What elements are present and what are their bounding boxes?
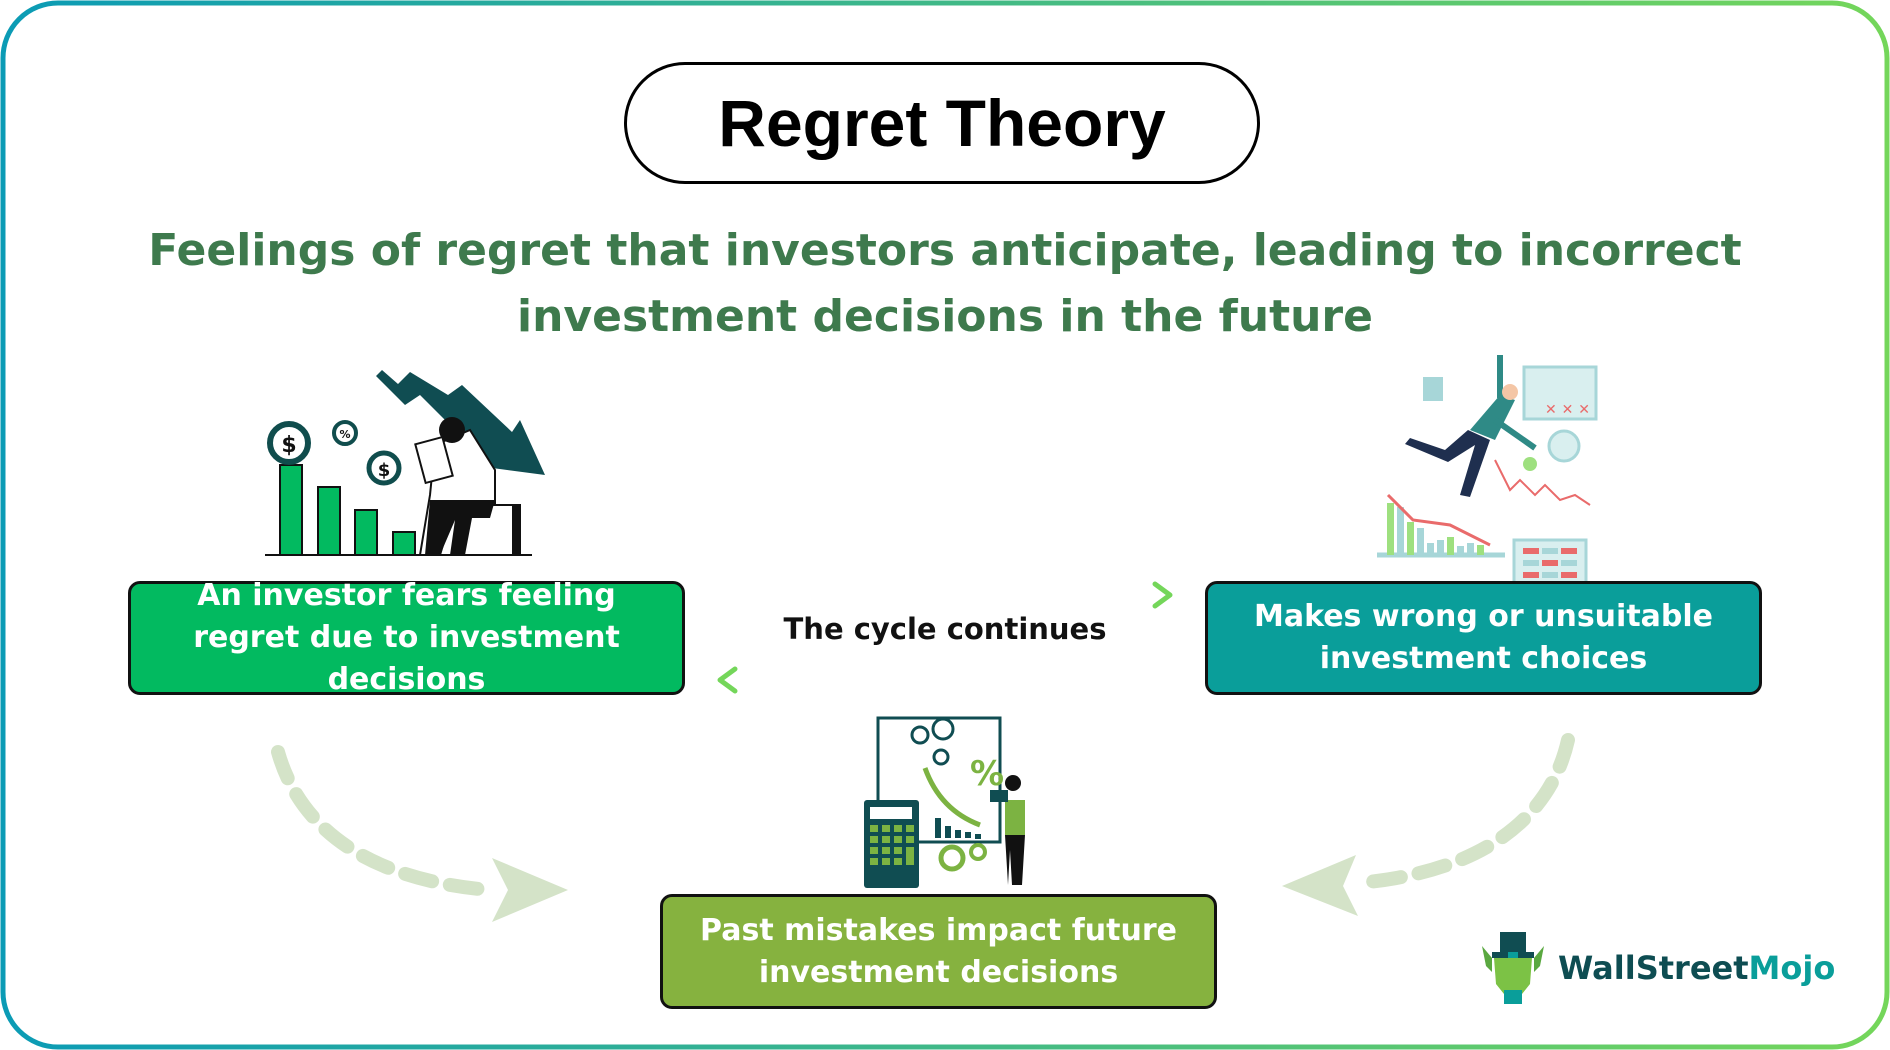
brand-name-part1: WallStreet (1558, 949, 1749, 987)
step-wrong-choices: Makes wrong or unsuitable investment cho… (1205, 581, 1762, 695)
brand-logo: WallStreetMojo (1480, 930, 1835, 1006)
step-fear-of-regret: An investor fears feeling regret due to … (128, 578, 685, 697)
svg-text:$: $ (378, 460, 391, 481)
brand-name-part2: Mojo (1748, 949, 1836, 987)
stressed-investor-illustration: $ % $ (265, 370, 545, 556)
svg-text:%: % (339, 428, 350, 441)
svg-text:$: $ (281, 433, 296, 458)
falling-businessman-illustration: ✕ ✕ ✕ (1377, 355, 1598, 597)
cycle-label: The cycle continues (783, 612, 1107, 646)
brand-name: WallStreetMojo (1558, 949, 1835, 987)
svg-text:%: % (970, 754, 1004, 794)
cycle-arrow-left (717, 666, 1172, 694)
subtitle-definition: Feelings of regret that investors antici… (148, 225, 1742, 342)
step-past-mistakes: Past mistakes impact future investment d… (660, 894, 1217, 1009)
dashed-arrow-right (1282, 733, 1575, 916)
dashed-arrow-left (271, 745, 568, 922)
page-title: Regret Theory (718, 86, 1166, 160)
wallstreetmojo-logo-icon (1482, 932, 1544, 1004)
calculator-analyst-illustration: % (864, 716, 1025, 888)
cycle-arrow-right (718, 581, 1173, 609)
svg-text:✕ ✕ ✕: ✕ ✕ ✕ (1545, 402, 1590, 418)
title-pill: Regret Theory (624, 62, 1260, 184)
